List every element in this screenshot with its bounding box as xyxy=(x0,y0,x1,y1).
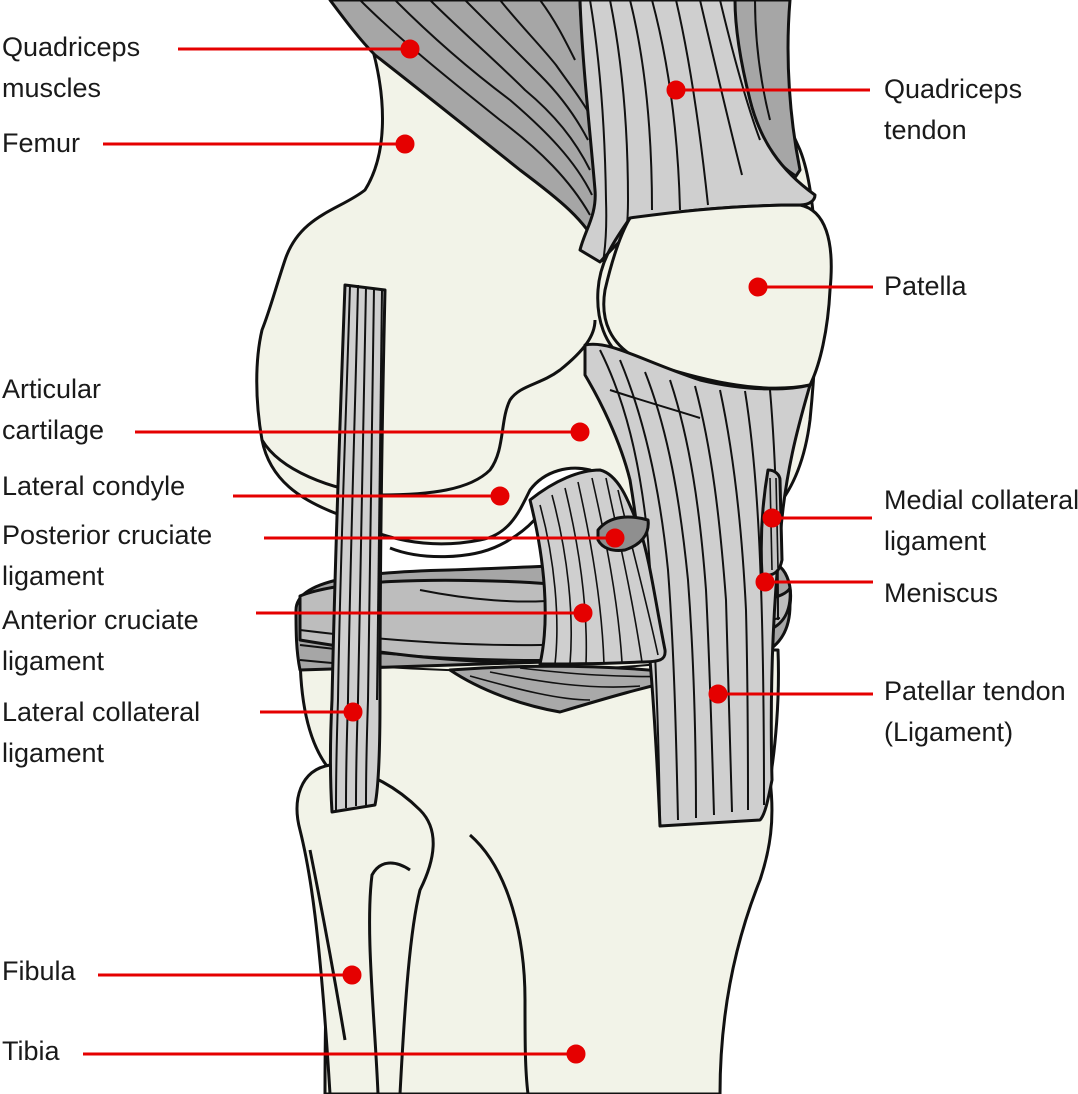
label-meniscus-line-1: Meniscus xyxy=(884,578,999,608)
label-femur: Femur xyxy=(2,123,80,164)
dot-quadriceps-muscles xyxy=(400,39,420,59)
label-lateral-collateral-line-1: Lateral collateral xyxy=(2,697,201,727)
dot-femur xyxy=(395,134,415,154)
label-lateral-condyle: Lateral condyle xyxy=(2,466,185,507)
dot-lateral-collateral xyxy=(343,702,363,722)
label-quadriceps-tendon-line-1: Quadriceps xyxy=(884,74,1023,104)
dot-articular-cartilage xyxy=(570,422,590,442)
label-patellar-tendon-line-2: (Ligament) xyxy=(884,717,1014,747)
patellar-tendon-shape xyxy=(583,342,812,828)
label-patellar-tendon-line-1: Patellar tendon xyxy=(884,676,1066,706)
dot-lateral-condyle xyxy=(490,486,510,506)
label-patellar-tendon: Patellar tendon (Ligament) xyxy=(884,671,1066,753)
dot-medial-collateral xyxy=(762,508,782,528)
dot-fibula xyxy=(342,965,362,985)
label-anterior-cruciate: Anterior cruciate ligament xyxy=(2,600,199,682)
label-quadriceps-muscles-line-1: Quadriceps xyxy=(2,32,141,62)
label-articular-cartilage-line-2: cartilage xyxy=(2,415,105,445)
dot-posterior-cruciate xyxy=(605,528,625,548)
label-quadriceps-tendon: Quadriceps tendon xyxy=(884,69,1022,151)
label-patella-line-1: Patella xyxy=(884,271,967,301)
label-quadriceps-muscles-line-2: muscles xyxy=(2,73,102,103)
dot-tibia xyxy=(566,1044,586,1064)
dot-quadriceps-tendon xyxy=(666,80,686,100)
label-anterior-cruciate-line-1: Anterior cruciate xyxy=(2,605,199,635)
label-medial-collateral-line-2: ligament xyxy=(884,526,987,556)
label-patella: Patella xyxy=(884,266,967,307)
label-articular-cartilage-line-1: Articular xyxy=(2,374,102,404)
leader-lines xyxy=(83,39,873,1064)
label-anterior-cruciate-line-2: ligament xyxy=(2,646,105,676)
cruciate-ligaments-shape xyxy=(528,468,667,666)
label-articular-cartilage: Articular cartilage xyxy=(2,369,104,451)
label-lateral-collateral: Lateral collateral ligament xyxy=(2,692,200,774)
dot-patellar-tendon xyxy=(708,684,728,704)
label-quadriceps-tendon-line-2: tendon xyxy=(884,115,967,145)
label-posterior-cruciate-line-1: Posterior cruciate xyxy=(2,520,213,550)
lateral-collateral-ligament-shape xyxy=(329,283,387,814)
dot-patella xyxy=(748,277,768,297)
dot-anterior-cruciate xyxy=(573,603,593,623)
label-posterior-cruciate-line-2: ligament xyxy=(2,561,105,591)
label-femur-line-1: Femur xyxy=(2,128,81,158)
label-posterior-cruciate: Posterior cruciate ligament xyxy=(2,515,212,597)
label-meniscus: Meniscus xyxy=(884,573,998,614)
fibula-bone xyxy=(295,763,435,1094)
label-medial-collateral-line-1: Medial collateral xyxy=(884,485,1078,515)
label-quadriceps-muscles: Quadriceps muscles xyxy=(2,27,140,109)
label-tibia-line-1: Tibia xyxy=(2,1036,60,1066)
label-lateral-collateral-line-2: ligament xyxy=(2,738,105,768)
label-lateral-condyle-line-1: Lateral condyle xyxy=(2,471,186,501)
label-tibia: Tibia xyxy=(2,1031,60,1072)
label-fibula: Fibula xyxy=(2,951,76,992)
label-fibula-line-1: Fibula xyxy=(2,956,76,986)
label-medial-collateral: Medial collateral ligament xyxy=(884,480,1078,562)
dot-meniscus xyxy=(755,572,775,592)
